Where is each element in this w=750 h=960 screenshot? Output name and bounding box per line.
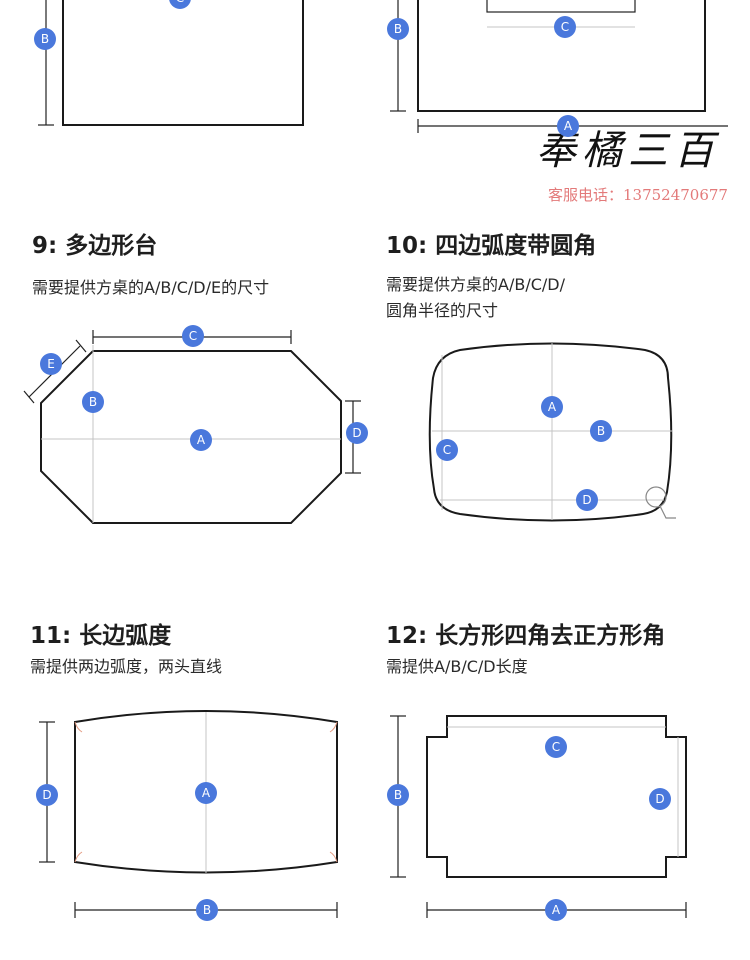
section-9-desc: 需要提供方桌的A/B/C/D/E的尺寸 [32, 278, 270, 297]
svg-text:C: C [443, 443, 451, 457]
svg-text:E: E [47, 357, 55, 371]
diagram-9-badge-e: E [40, 353, 62, 375]
svg-text:A: A [552, 903, 561, 917]
svg-text:D: D [655, 792, 664, 806]
svg-text:D: D [582, 493, 591, 507]
svg-text:C: C [561, 20, 569, 34]
svg-text:A: A [564, 119, 573, 133]
svg-text:C: C [176, 0, 184, 5]
svg-text:B: B [597, 424, 605, 438]
svg-text:C: C [189, 329, 197, 343]
diagram-8-badge-c: C [554, 16, 576, 38]
diagram-9-table-outline [40, 350, 342, 524]
svg-text:B: B [394, 22, 402, 36]
diagram-9-badge-d: D [346, 422, 368, 444]
diagram-12-badge-d: D [649, 788, 671, 810]
diagram-11-corner-mark-tl [74, 721, 83, 733]
section-9-title: 9: 多边形台 [32, 233, 158, 259]
diagram-10-corner-radius-circle [645, 486, 667, 508]
svg-text:A: A [202, 786, 211, 800]
svg-text:A: A [548, 400, 557, 414]
diagram-7-table-outline [62, 0, 304, 126]
diagram-10-rounded: A B C D [428, 342, 676, 522]
diagram-12-notched-rect: C B D A [387, 715, 687, 921]
section-12-title: 12: 长方形四角去正方形角 [386, 623, 666, 649]
svg-text:B: B [203, 903, 211, 917]
diagram-8-badge-a: A [557, 115, 579, 137]
diagram-10-badge-b: B [590, 420, 612, 442]
diagram-12-badge-a: A [545, 899, 567, 921]
diagram-12-badge-b: B [387, 784, 409, 806]
diagram-9-badge-b: B [82, 391, 104, 413]
section-12-desc: 需提供A/B/C/D长度 [386, 657, 528, 676]
section-10-desc-line-1: 需要提供方桌的A/B/C/D/ [386, 275, 565, 294]
svg-text:B: B [41, 32, 49, 46]
svg-text:D: D [42, 788, 51, 802]
section-11-desc: 需提供两边弧度，两头直线 [30, 657, 223, 676]
diagram-12-badge-c: C [545, 736, 567, 758]
diagram-9-e-tick-high [75, 339, 87, 353]
diagram-11-badge-b: B [196, 899, 218, 921]
svg-text:A: A [197, 433, 206, 447]
diagram-10-badge-c: C [436, 439, 458, 461]
diagram-7-badge-b: B [34, 28, 56, 50]
diagram-9-e-tick-low [23, 390, 35, 404]
diagram-8-table-outline [417, 0, 706, 112]
diagram-11-arc-sides: A D B [36, 710, 338, 921]
diagram-10-badge-a: A [541, 396, 563, 418]
diagram-11-badge-a: A [195, 782, 217, 804]
diagram-11-corner-mark-bl [74, 851, 83, 863]
diagram-8-inner-box [486, 0, 636, 13]
diagram-7-partial: C B [34, 0, 304, 126]
diagram-10-badge-d: D [576, 489, 598, 511]
diagram-11-corner-mark-tr [329, 721, 338, 733]
section-11-title: 11: 长边弧度 [30, 623, 172, 649]
diagram-10-radius-pointer [659, 505, 676, 519]
diagram-9-badge-c: C [182, 325, 204, 347]
diagram-7-badge-c: C [169, 0, 191, 9]
svg-text:B: B [89, 395, 97, 409]
svg-text:D: D [352, 426, 361, 440]
diagram-10-table-outline [428, 342, 673, 522]
diagram-8-badge-b: B [387, 18, 409, 40]
diagram-8-partial: C B A [387, 0, 728, 137]
diagram-12-table-outline [426, 715, 687, 878]
diagram-9-octagon: C E B A D [23, 325, 368, 524]
diagram-9-badge-a: A [190, 429, 212, 451]
section-10-title: 10: 四边弧度带圆角 [386, 233, 597, 259]
svg-text:B: B [394, 788, 402, 802]
svg-text:C: C [552, 740, 560, 754]
diagram-11-corner-mark-br [329, 851, 338, 863]
diagram-11-badge-d: D [36, 784, 58, 806]
section-10-desc-line-2: 圆角半径的尺寸 [386, 301, 499, 320]
contact-phone: 客服电话：13752470677 [548, 186, 728, 204]
